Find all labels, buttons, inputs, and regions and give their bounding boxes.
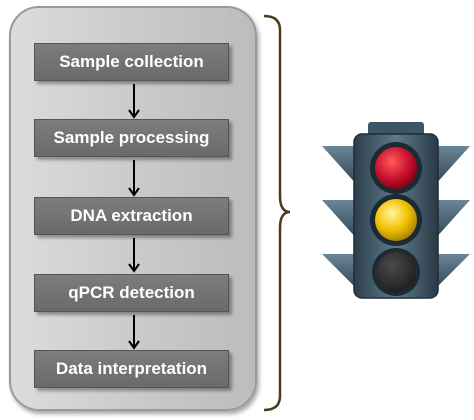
workflow-panel: Sample collection Sample processing DNA …: [9, 6, 257, 411]
step-qpcr-detection: qPCR detection: [34, 274, 229, 312]
bracket-icon: [263, 14, 291, 412]
traffic-light-icon: [322, 122, 470, 299]
step-sample-processing: Sample processing: [34, 119, 229, 157]
red-light: [375, 147, 417, 189]
visor-wings: [322, 146, 470, 290]
yellow-light: [375, 199, 417, 241]
step-data-interpretation: Data interpretation: [34, 350, 229, 388]
step-sample-collection: Sample collection: [34, 43, 229, 81]
down-arrow-icon: [128, 160, 140, 197]
down-arrow-icon: [128, 84, 140, 119]
step-label: Data interpretation: [55, 359, 208, 378]
step-label: DNA extraction: [70, 206, 193, 225]
off-light: [376, 252, 416, 292]
step-label: Sample collection: [59, 52, 204, 71]
step-dna-extraction: DNA extraction: [34, 197, 229, 235]
step-label: qPCR detection: [68, 283, 195, 302]
step-label: Sample processing: [53, 128, 210, 147]
down-arrow-icon: [128, 315, 140, 350]
down-arrow-icon: [128, 238, 140, 273]
